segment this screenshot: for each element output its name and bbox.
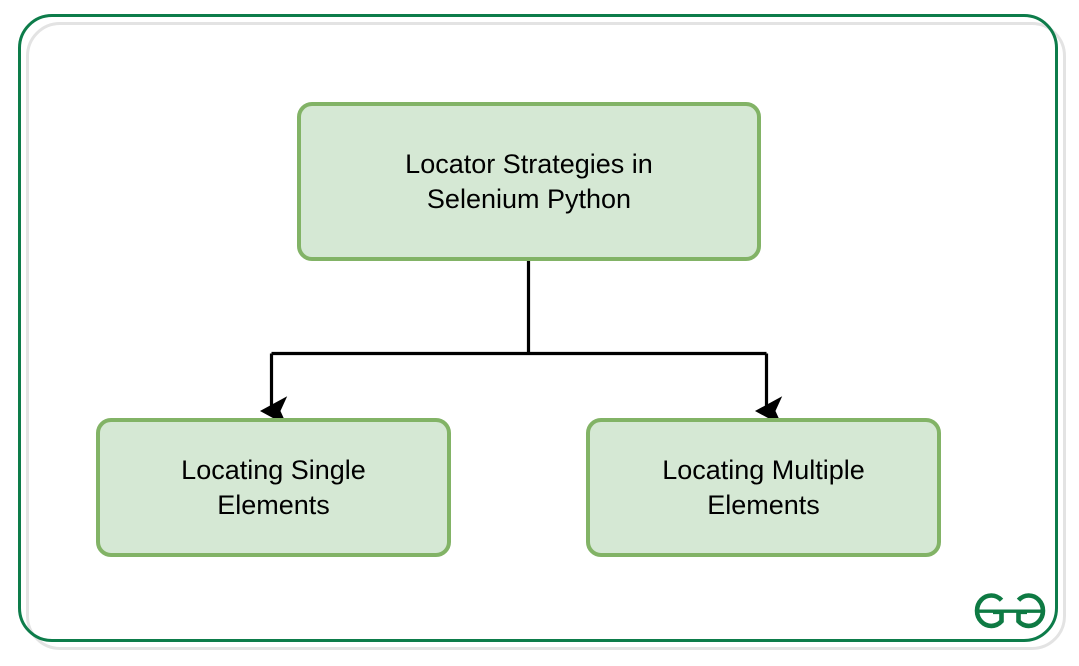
node-locator-strategies[interactable]: Locator Strategies in Selenium Python xyxy=(297,102,761,261)
outer-frame-border xyxy=(18,14,1058,642)
node-locating-multiple-elements-label: Locating Multiple Elements xyxy=(662,454,865,520)
frame-shadow xyxy=(26,22,1066,650)
node-locating-single-elements[interactable]: Locating Single Elements xyxy=(96,418,451,557)
node-locating-single-elements-label: Locating Single Elements xyxy=(181,454,366,520)
node-locating-multiple-elements[interactable]: Locating Multiple Elements xyxy=(586,418,941,557)
geeksforgeeks-logo xyxy=(974,593,1046,629)
node-locator-strategies-label: Locator Strategies in Selenium Python xyxy=(405,148,653,214)
